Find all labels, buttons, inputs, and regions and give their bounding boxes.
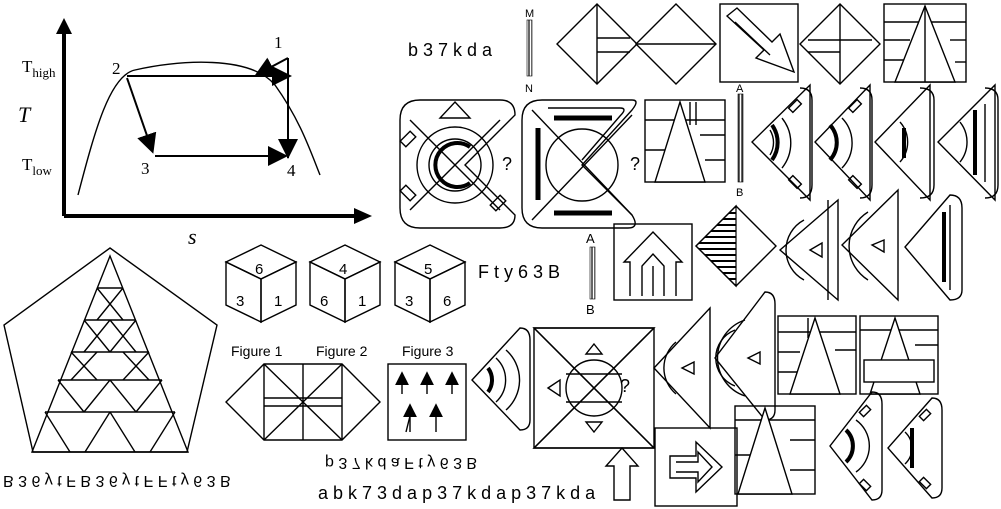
process-arrow-1-2 [254, 57, 289, 76]
diamond-figure-1 [556, 3, 638, 85]
t-low-label: Tlow [22, 155, 53, 178]
y-axis-arrowhead [56, 18, 72, 34]
sequence-mid-text: F t y 6 3 B [478, 262, 560, 282]
triangle-arrow-figure-2 [841, 188, 899, 302]
square-arrows-up-figure [613, 223, 693, 301]
ruler-ab-1 [737, 93, 744, 183]
process-arrow-2-3 [126, 77, 157, 154]
pentagon-triangle-figure [3, 247, 218, 453]
triangle-arrow-figure-1 [778, 198, 839, 302]
cube-figure-3: 5 3 6 [393, 244, 467, 324]
cube-1-right: 1 [274, 293, 282, 310]
up-arrow-outline-figure [604, 446, 640, 501]
mirror-row-3: a b k 7 3 d a p 3 7 k d a p 3 7 k d a [318, 483, 596, 503]
square-triangle-figure-3 [859, 315, 939, 395]
cube-figure-1: 6 3 1 [224, 244, 298, 324]
arc-triangle-3 [874, 83, 935, 202]
hexagon-split-figure [225, 363, 381, 441]
sequence-top-text: b 3 7 k d a [408, 40, 493, 60]
point-2-label: 2 [112, 59, 121, 78]
triangle-arrow-figure-3 [653, 306, 711, 430]
ts-diagram: 2 1 3 4 T s Thigh Tlow [18, 18, 372, 249]
cube-2-top: 4 [339, 261, 347, 278]
marker-m: M [525, 8, 534, 20]
arc-triangle-7 [887, 397, 943, 499]
arc-triangle-2 [814, 83, 873, 202]
x-axis-arrowhead [354, 208, 372, 224]
cube-1-left: 3 [236, 293, 244, 310]
cube-1-top: 6 [255, 261, 263, 278]
arc-triangle-5 [471, 327, 531, 431]
mirror-row-1: B 3 6 y t F B 3 6 y t F F t y 6 3 B [3, 472, 231, 489]
cube-2-right: 1 [358, 293, 366, 310]
rounded-figure-2 [521, 99, 637, 229]
center-circle-figure [532, 327, 656, 449]
t-high-label: Thigh [22, 57, 56, 80]
square-triangle-figure-4 [734, 405, 816, 495]
mirror-row-1-group: B 3 6 y t F B 3 6 y t F F t y 6 3 B [3, 472, 231, 489]
y-axis-label: T [18, 102, 32, 127]
saturation-dome [77, 61, 321, 196]
cube-2-left: 6 [320, 293, 328, 310]
square-triangle-figure-mid [644, 99, 726, 183]
diamond-figure-3 [799, 3, 881, 85]
marker-a2: A [586, 231, 595, 246]
cube-figure-2: 4 6 1 [308, 244, 382, 324]
marker-b1: B [736, 187, 743, 199]
ruler-ab-2 [589, 246, 596, 300]
arc-triangle-4 [937, 83, 999, 202]
triangle-bar-figure [904, 194, 963, 301]
point-1-label: 1 [274, 33, 283, 52]
question-mark-1: ? [502, 154, 512, 174]
mirror-row-2a-group: p 3 7 k d a F t y 6 3 B [325, 454, 477, 471]
square-arrow-figure [719, 3, 799, 83]
cube-2-caption: Figure 2 [316, 343, 368, 359]
mirror-row-2a: p 3 7 k d a F t y 6 3 B [325, 454, 477, 471]
cube-3-top: 5 [424, 261, 432, 278]
square-up-arrows-figure [387, 363, 467, 441]
square-triangle-figure-top [883, 3, 967, 83]
point-3-label: 3 [141, 159, 150, 178]
cube-3-right: 6 [443, 293, 451, 310]
marker-n: N [525, 83, 533, 95]
cube-3-caption: Figure 3 [402, 343, 454, 359]
rounded-figure-1 [399, 99, 516, 229]
square-right-arrow-figure [654, 427, 738, 507]
diamond-figure-2 [635, 3, 717, 85]
triangle-arrow-figure-4 [714, 291, 776, 421]
hatched-diamond-figure [695, 204, 777, 288]
x-axis-label: s [188, 224, 197, 249]
question-mark-2: ? [630, 154, 640, 174]
arc-triangle-1 [751, 83, 813, 202]
cube-3-left: 3 [405, 293, 413, 310]
square-triangle-figure-2 [777, 315, 857, 395]
arc-triangle-6 [829, 391, 883, 501]
marker-a1: A [736, 83, 744, 95]
ruler-mn [526, 19, 533, 77]
cube-1-caption: Figure 1 [231, 343, 283, 359]
point-4-label: 4 [287, 161, 296, 180]
question-mark-3: ? [620, 376, 630, 396]
marker-b2: B [586, 302, 595, 317]
